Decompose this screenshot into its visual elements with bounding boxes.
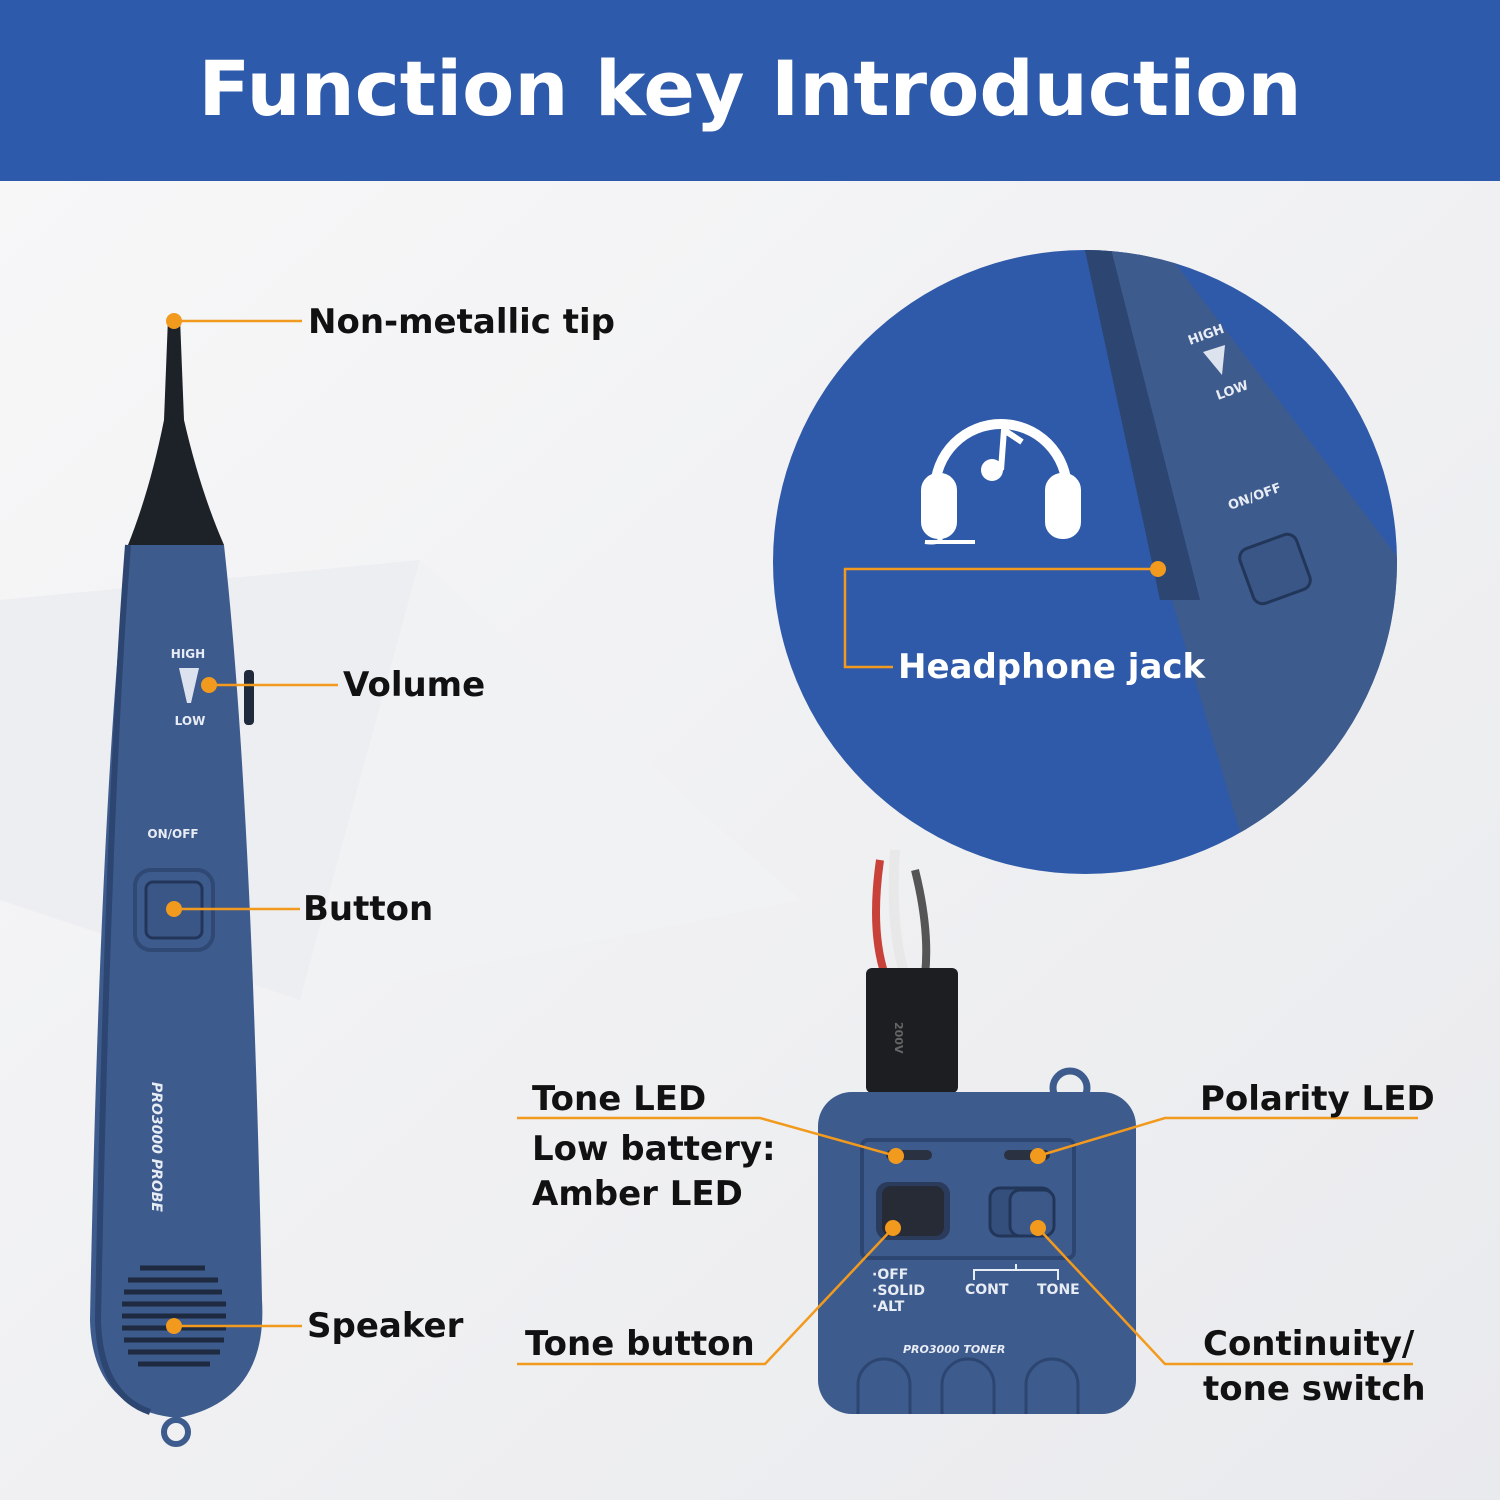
mode-alt-text: ·ALT (872, 1299, 905, 1315)
toner-voltage-text: 200V (892, 1022, 905, 1054)
label-tone-button: Tone button (525, 1324, 755, 1364)
headphone-inset: HIGH LOW ON/OFF (773, 250, 1397, 874)
label-continuity: Continuity/ (1203, 1324, 1415, 1364)
toner-callout-lines (517, 1116, 1418, 1366)
probe-callout-lines (174, 319, 338, 1328)
label-headphone-jack: Headphone jack (898, 647, 1207, 687)
label-tone-led: Tone LED (532, 1079, 706, 1119)
toner-model-text: PRO3000 TONER (903, 1343, 1005, 1356)
speaker-grille (122, 1265, 226, 1367)
toner-callout-dots (885, 1148, 1046, 1236)
label-tone-switch: tone switch (1203, 1369, 1426, 1409)
label-low-battery: Low battery: (532, 1129, 776, 1169)
label-amber-led: Amber LED (532, 1174, 743, 1214)
label-speaker: Speaker (307, 1306, 464, 1346)
headphone-callout-dot (1150, 561, 1166, 577)
lanyard-loop (161, 1417, 191, 1447)
probe-model-text: PRO3000 PROBE (148, 1082, 164, 1212)
inset-power-button (1238, 532, 1312, 606)
toner-cable-boot (866, 968, 958, 1093)
toner-device: 200V ·OFF ·SOLID ·ALT CONT TONE PRO3000 … (818, 849, 1136, 1414)
inset-volume-wedge-icon (1203, 345, 1225, 375)
probe-low-text: LOW (175, 714, 206, 728)
label-non-metallic-tip: Non-metallic tip (308, 302, 615, 342)
tone-text: TONE (1037, 1282, 1080, 1298)
volume-wheel[interactable] (244, 670, 254, 725)
background-facet (300, 560, 800, 1000)
headphones-music-icon (921, 419, 1081, 545)
mode-solid-text: ·SOLID (872, 1283, 925, 1299)
page-title: Function key Introduction (198, 44, 1301, 133)
probe-onoff-text: ON/OFF (147, 827, 198, 841)
label-volume: Volume (343, 665, 485, 705)
label-polarity-led: Polarity LED (1200, 1079, 1435, 1119)
probe-high-text: HIGH (171, 647, 205, 661)
mode-off-text: ·OFF (872, 1267, 908, 1283)
title-banner (0, 0, 1500, 181)
cont-text: CONT (965, 1282, 1009, 1298)
probe-tip (128, 314, 224, 545)
headphone-callout-line (843, 567, 1158, 669)
label-button: Button (303, 889, 433, 929)
probe-callout-dots (166, 313, 217, 1334)
volume-wedge-icon (179, 668, 199, 703)
